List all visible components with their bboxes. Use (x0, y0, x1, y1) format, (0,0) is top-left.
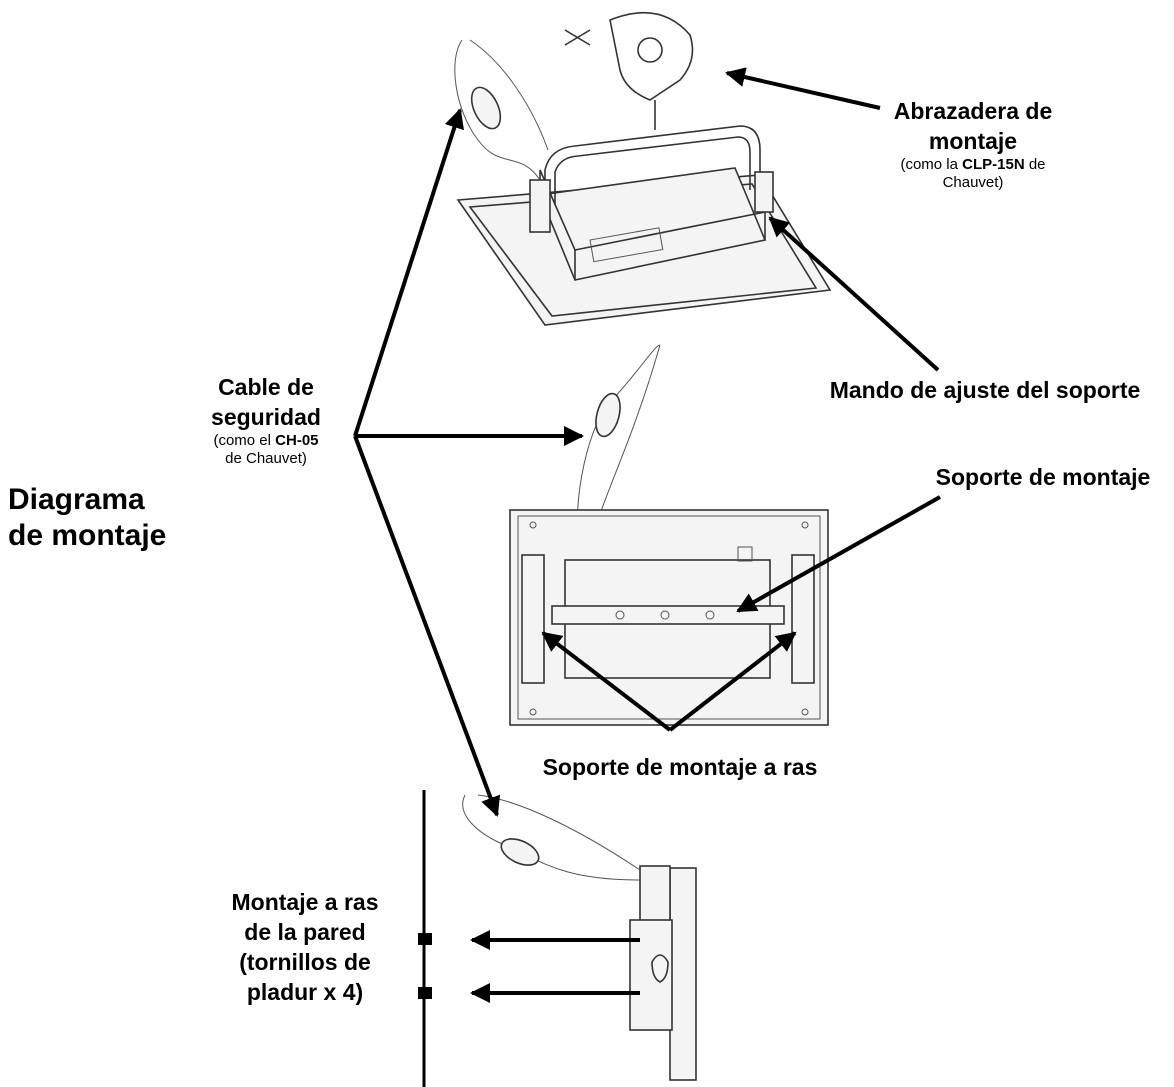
arrow-flush-left (541, 631, 672, 732)
fixture-hanging-illustration (454, 12, 832, 326)
arrow-cable-bottom (353, 435, 501, 817)
fixture-wall-side-illustration (418, 790, 697, 1087)
label-safety-cable: Cable de seguridad (como el CH-05 de Cha… (211, 374, 321, 467)
fixture-front-view-illustration (509, 344, 829, 726)
arrow-flush-right (668, 631, 797, 732)
label-clamp: Abrazadera de montaje (como la CLP-15N d… (893, 98, 1053, 191)
label-flush-bracket: Soporte de montaje a ras (542, 754, 818, 780)
label-adjust-knob: Mando de ajuste del soporte (829, 377, 1141, 403)
arrow-clamp (725, 67, 881, 110)
arrow-cable-top (353, 108, 465, 437)
arrow-adjust-knob (768, 216, 940, 372)
callout-arrows (353, 67, 941, 1003)
diagram-title: Diagrama de montaje (8, 483, 167, 552)
label-mounting-bracket: Soporte de montaje (935, 464, 1151, 490)
arrow-mounting-bracket (736, 495, 941, 613)
label-wall-mount: Montaje a ras de la pared (tornillos de … (231, 889, 379, 1005)
